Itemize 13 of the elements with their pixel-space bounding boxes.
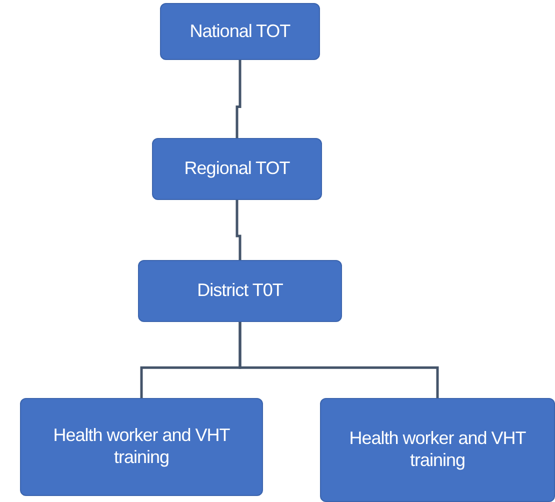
box-label: Health worker and VHT training xyxy=(348,428,527,472)
process-box xyxy=(320,398,555,502)
connector-line xyxy=(238,322,439,398)
connector-line xyxy=(236,60,242,138)
connector-line xyxy=(236,200,242,260)
box-label: Health worker and VHT training xyxy=(52,425,231,469)
process-box xyxy=(160,3,320,60)
process-box xyxy=(20,398,263,496)
process-box xyxy=(152,138,322,200)
box-label: Regional TOT xyxy=(184,158,290,180)
box-label: National TOT xyxy=(190,20,290,42)
process-box xyxy=(138,260,342,322)
box-label: District T0T xyxy=(197,280,283,302)
